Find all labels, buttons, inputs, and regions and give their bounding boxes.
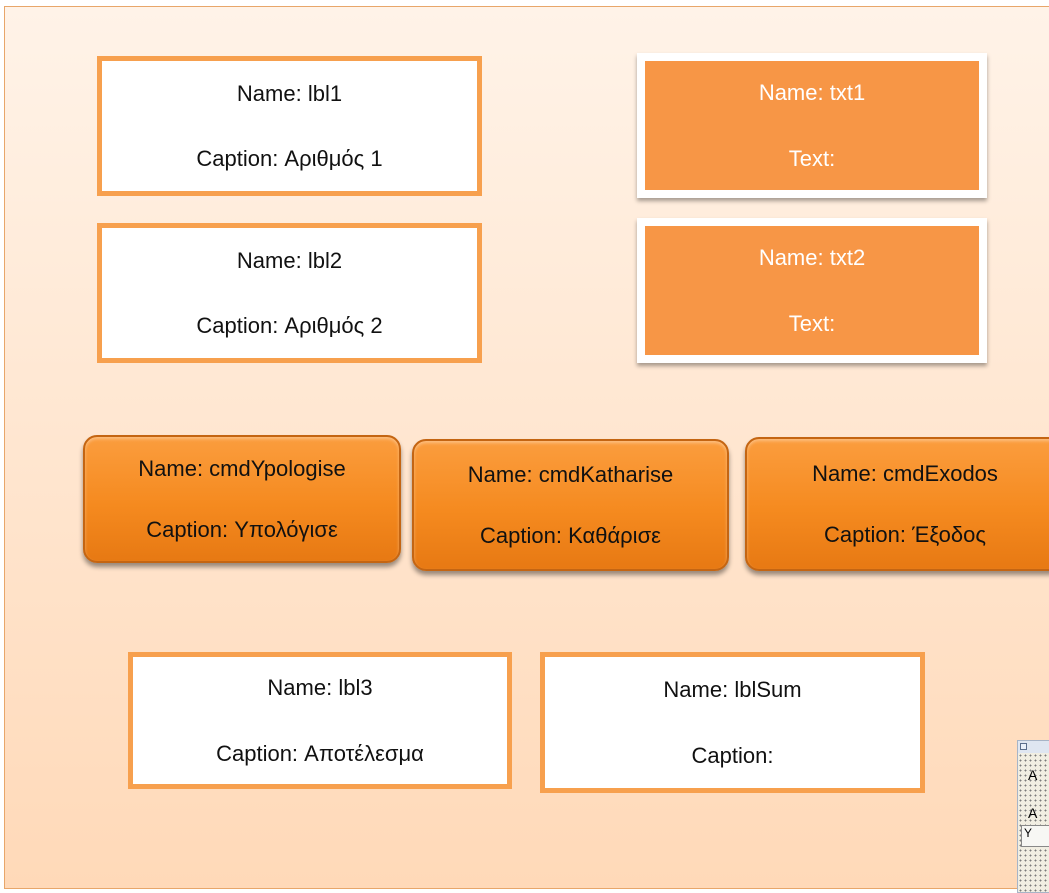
lblSum-name: Name: lblSum [663,677,802,703]
cmdKatharise-box: Name: cmdKatharise Caption: Καθάρισε [412,439,729,571]
form-preview-button[interactable]: Y [1021,825,1049,847]
form-preview-window: A A Y [1017,740,1049,893]
cmdExodos-name: Name: cmdExodos [812,460,998,486]
txt1-box: Name: txt1 Text: [637,53,987,198]
lbl1-caption: Caption: Αριθμός 1 [196,146,383,171]
window-icon [1020,743,1027,750]
form-preview-label-2: A [1028,805,1038,821]
lbl1-name: Name: lbl1 [236,80,343,106]
form-preview-grid: A A Y [1018,753,1049,892]
cmdExodos-caption: Caption: Έξοδος [824,522,986,547]
txt1-name: Name: txt1 [758,80,866,106]
cmdExodos-box: Name: cmdExodos Caption: Έξοδος [745,437,1049,571]
lbl2-box: Name: lbl2 Caption: Αριθμός 2 [97,223,482,363]
diagram-canvas: Name: lbl1 Caption: Αριθμός 1 Name: lbl2… [4,6,1049,889]
txt2-box: Name: txt2 Text: [637,218,987,363]
cmdYpologise-name: Name: cmdYpologise [138,455,346,481]
cmdYpologise-box: Name: cmdYpologise Caption: Υπολόγισε [83,435,401,563]
lbl3-name: Name: lbl3 [267,675,373,701]
txt1-text: Text: [788,145,836,171]
lbl2-caption: Caption: Αριθμός 2 [196,313,383,338]
lblSum-box: Name: lblSum Caption: [540,652,925,793]
lblSum-caption: Caption: [691,742,774,768]
txt2-name: Name: txt2 [758,245,866,271]
form-preview-label-1: A [1028,767,1038,783]
cmdKatharise-name: Name: cmdKatharise [467,461,674,487]
cmdKatharise-caption: Caption: Καθάρισε [480,523,661,548]
lbl3-caption: Caption: Αποτέλεσμα [216,740,424,766]
txt2-text: Text: [788,310,836,336]
lbl3-box: Name: lbl3 Caption: Αποτέλεσμα [128,652,512,789]
lbl1-box: Name: lbl1 Caption: Αριθμός 1 [97,56,482,196]
lbl2-name: Name: lbl2 [236,247,343,273]
cmdYpologise-caption: Caption: Υπολόγισε [146,517,338,542]
